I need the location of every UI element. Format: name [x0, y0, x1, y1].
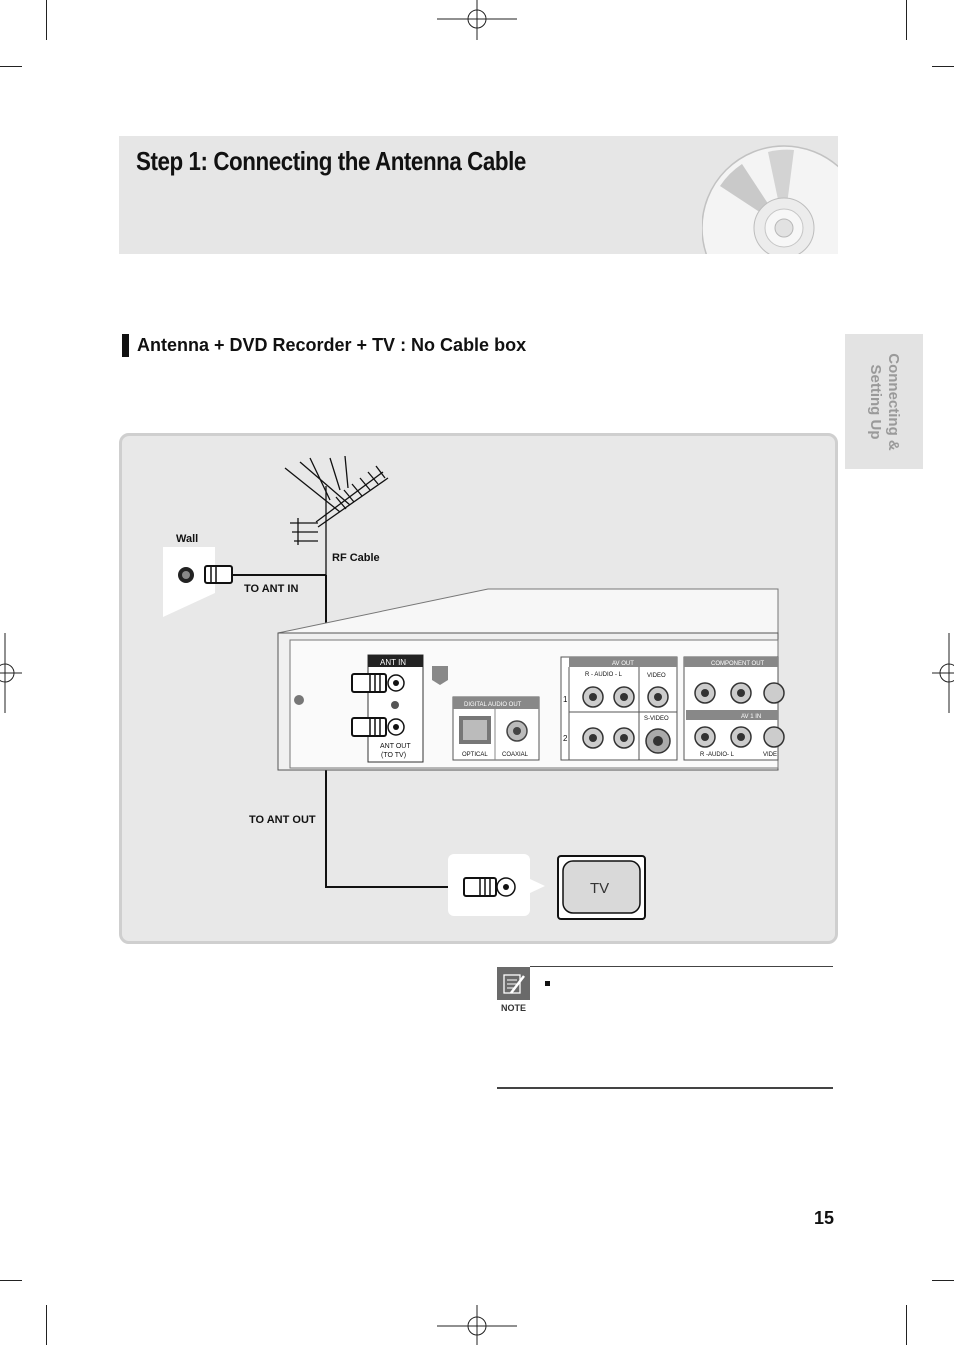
crop-mark [932, 1280, 954, 1281]
antenna-icon [284, 455, 389, 575]
av1-in-label: AV 1 IN [741, 714, 761, 720]
coaxial-label: COAXIAL [502, 752, 529, 758]
to-ant-in-label: TO ANT IN [244, 583, 298, 595]
note-icon [497, 967, 530, 1000]
crop-mark [0, 1280, 22, 1281]
note-rule-top [530, 966, 833, 967]
section-title: Antenna + DVD Recorder + TV : No Cable b… [137, 335, 527, 355]
tv-label: TV [590, 880, 609, 897]
ant-out-label: ANT OUT [380, 743, 411, 750]
digital-audio-out-block [452, 696, 540, 761]
wall-outlet-icon [178, 565, 233, 584]
crop-mark [906, 1305, 907, 1345]
registration-mark-top [437, 0, 517, 40]
crop-mark [932, 66, 954, 67]
page-number: 15 [813, 1208, 834, 1228]
av-out-label: AV OUT [612, 661, 634, 667]
plug-ant-in [351, 673, 387, 693]
row-1-label: 1 [563, 695, 568, 704]
wall-label: Wall [176, 533, 198, 545]
pencil-icon [503, 974, 525, 994]
row-2-label: 2 [563, 734, 568, 743]
crop-mark [0, 66, 22, 67]
video-label: VIDEO [647, 673, 666, 679]
section-marker [122, 334, 129, 357]
optical-label: OPTICAL [462, 752, 488, 758]
rf-cable-label: RF Cable [332, 552, 380, 564]
crop-mark [46, 1305, 47, 1345]
component-out-block [683, 656, 785, 761]
chapter-tab: Connecting & Setting Up [845, 334, 923, 469]
digital-audio-out-label: DIGITAL AUDIO OUT [464, 702, 522, 708]
ant-terminal-block [367, 654, 424, 763]
to-ant-out-label: TO ANT OUT [249, 814, 316, 826]
registration-mark-left [0, 633, 22, 713]
note-bullet [545, 981, 550, 986]
crop-mark [46, 0, 47, 40]
note-label: NOTE [500, 1003, 526, 1013]
ant-out-sub-label: (TO TV) [381, 752, 406, 759]
tv-plug [463, 877, 516, 897]
component-out-label: COMPONENT OUT [711, 661, 765, 667]
audio-r-l-2-label: R -AUDIO- L [700, 752, 735, 758]
disc-graphic [702, 145, 838, 254]
note-rule-bottom [497, 1087, 833, 1089]
registration-mark-right [932, 633, 954, 713]
video-partial-label: VIDE [763, 752, 777, 758]
registration-mark-bottom [437, 1305, 517, 1345]
ant-in-label: ANT IN [380, 658, 406, 667]
tv-pointer [530, 879, 545, 893]
tv-icon [557, 855, 646, 920]
av-out-block [560, 656, 678, 761]
page-title: Step 1: Connecting the Antenna Cable [136, 146, 526, 176]
audio-r-l-label: R - AUDIO - L [585, 672, 623, 678]
plug-ant-out [351, 717, 387, 737]
s-video-label: S-VIDEO [644, 716, 669, 722]
header-band: Step 1: Connecting the Antenna Cable [119, 136, 838, 254]
crop-mark [906, 0, 907, 40]
